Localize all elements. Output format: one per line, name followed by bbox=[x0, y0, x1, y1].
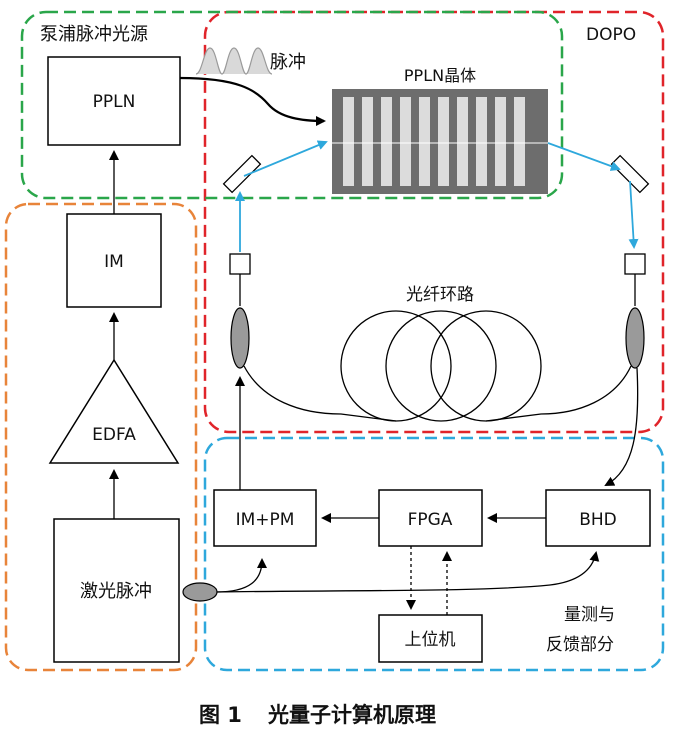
left-mirror bbox=[222, 154, 262, 194]
pump-region-title: 泵浦脉冲光源 bbox=[40, 24, 148, 45]
mirror-to-crystal-beam bbox=[243, 140, 328, 177]
crystal-label: PPLN晶体 bbox=[404, 66, 476, 85]
coupler-to-bhd-fiber bbox=[604, 367, 639, 486]
dopo-region-title: DOPO bbox=[586, 25, 636, 45]
fiber-loop-right-lead bbox=[485, 365, 632, 422]
laser-to-bhd-fiber bbox=[215, 551, 600, 593]
im-pm-block bbox=[213, 489, 317, 547]
crystal-stripes bbox=[343, 97, 525, 186]
host-computer-block bbox=[378, 614, 483, 663]
host-computer-label: 上位机 bbox=[405, 630, 456, 650]
pulse-label: 脉冲 bbox=[270, 52, 306, 73]
left-collimator bbox=[229, 253, 251, 275]
pump-to-crystal-fiber bbox=[179, 76, 326, 126]
right-coupler bbox=[625, 307, 645, 369]
fiber-loop-left-lead bbox=[243, 365, 397, 422]
left-coupler bbox=[230, 307, 250, 369]
laser-to-im-pm-fiber bbox=[215, 558, 267, 593]
right-collimator bbox=[624, 253, 646, 275]
laser-region-frame bbox=[4, 202, 198, 672]
laser-block bbox=[53, 518, 180, 663]
laser-splitter bbox=[182, 582, 218, 602]
fpga-label: FPGA bbox=[408, 510, 453, 530]
pulse-waveform bbox=[195, 47, 273, 75]
pump-region-frame bbox=[20, 10, 564, 200]
mirror-to-right-collimator-beam bbox=[628, 180, 639, 249]
figure-number: 图 1 bbox=[199, 703, 242, 727]
feedback-region-frame bbox=[203, 436, 665, 672]
feedback-region-title-line2: 反馈部分 bbox=[546, 635, 614, 655]
feedback-region-title-line1: 量测与 bbox=[564, 605, 615, 625]
im-label: IM bbox=[104, 252, 124, 272]
bhd-label: BHD bbox=[579, 510, 617, 530]
figure-title: 光量子计算机原理 bbox=[267, 703, 436, 727]
fiber-loop-coils bbox=[340, 310, 542, 422]
fiber-loop-label: 光纤环路 bbox=[406, 285, 474, 305]
im-pm-label: IM+PM bbox=[236, 510, 295, 530]
laser-label: 激光脉冲 bbox=[80, 581, 152, 602]
edfa-triangle bbox=[48, 358, 180, 464]
pump-ppln-label: PPLN bbox=[93, 92, 136, 112]
edfa-label: EDFA bbox=[92, 425, 136, 445]
pump-ppln-block bbox=[47, 56, 181, 146]
im-block bbox=[66, 213, 162, 308]
crystal-to-mirror-beam bbox=[547, 142, 621, 171]
